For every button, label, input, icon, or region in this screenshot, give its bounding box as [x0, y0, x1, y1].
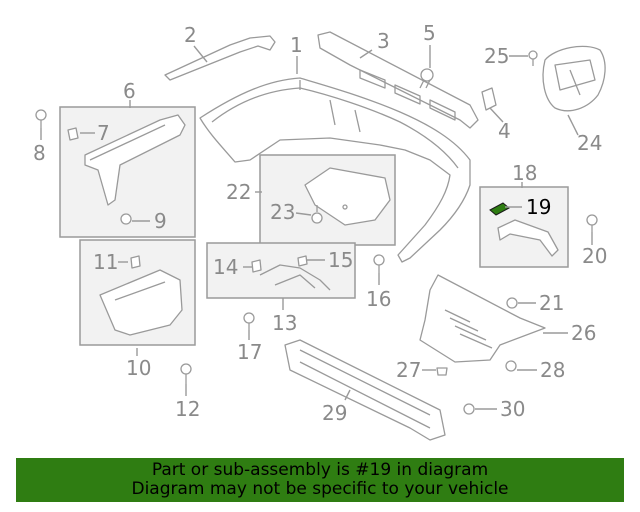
- clip-11-part: [130, 255, 141, 269]
- callout-16: 16: [366, 287, 391, 311]
- callout-26: 26: [571, 321, 596, 345]
- callout-4: 4: [498, 119, 511, 143]
- callout-8: 8: [33, 141, 46, 165]
- clip-7-part: [67, 127, 79, 141]
- clip-4-part: [481, 87, 497, 111]
- callout-22: 22: [226, 180, 251, 204]
- screw-8-part: [35, 109, 47, 128]
- callout-23: 23: [270, 200, 295, 224]
- callout-2: 2: [184, 23, 197, 47]
- bracket-13-part: [259, 264, 331, 291]
- bracket-24-part: [542, 45, 606, 112]
- clip-27-part: [436, 367, 448, 376]
- callout-29: 29: [322, 401, 347, 425]
- parts-diagram: 1 2 3 4 5 6 7 8 9 10 11 12 13 14 15 16 1…: [33, 21, 607, 441]
- energy-absorber-part: [317, 31, 479, 129]
- clip-15-part: [297, 255, 308, 267]
- screw-25-part: [528, 50, 538, 66]
- leader-lines: [40, 45, 593, 410]
- bracket-10-part: [99, 269, 183, 336]
- callout-10: 10: [126, 356, 151, 380]
- clip-9-part: [120, 213, 132, 225]
- callout-5: 5: [423, 21, 436, 45]
- callout-27: 27: [396, 358, 421, 382]
- screw-20-part: [586, 214, 598, 232]
- callout-15: 15: [328, 248, 353, 272]
- bolt-30-part: [463, 403, 475, 415]
- callout-14: 14: [213, 255, 238, 279]
- callout-1: 1: [290, 33, 303, 57]
- callout-30: 30: [500, 397, 525, 421]
- screw-17-part: [243, 312, 255, 330]
- callout-28: 28: [540, 358, 565, 382]
- callout-25: 25: [484, 44, 509, 68]
- clip-14-part: [251, 259, 262, 273]
- banner-line-2: Diagram may not be specific to your vehi…: [131, 479, 509, 499]
- callout-12: 12: [175, 397, 200, 421]
- clip-21-part: [506, 297, 518, 309]
- molding-strip-part: [164, 35, 276, 81]
- bracket-22-part: [304, 167, 391, 226]
- screw-12-part: [180, 363, 192, 384]
- reinforcement-29-part: [284, 339, 446, 441]
- side-bracket-part: [84, 114, 186, 206]
- screw-23-part: [311, 205, 323, 224]
- callout-19: 19: [526, 195, 551, 219]
- screw-16-part: [373, 254, 385, 273]
- clip-19-part: [489, 202, 510, 216]
- undercover-26-part: [419, 274, 546, 363]
- callout-17: 17: [237, 340, 262, 364]
- callout-24: 24: [577, 131, 602, 155]
- clip-28-part: [505, 360, 517, 372]
- callout-6: 6: [123, 79, 136, 103]
- banner-line-1: Part or sub-assembly is #19 in diagram: [151, 460, 489, 480]
- bracket-18-part: [497, 219, 559, 257]
- group-box-13: [206, 242, 356, 299]
- callout-11: 11: [93, 250, 118, 274]
- info-banner: Part or sub-assembly is #19 in diagram D…: [16, 458, 624, 502]
- bumper-cover-part: [199, 77, 471, 263]
- bolt-5-part: [419, 68, 434, 89]
- callout-18: 18: [512, 161, 537, 185]
- callout-13: 13: [272, 311, 297, 335]
- callout-9: 9: [154, 209, 167, 233]
- callout-20: 20: [582, 244, 607, 268]
- callout-3: 3: [377, 29, 390, 53]
- callout-7: 7: [97, 121, 110, 145]
- callout-21: 21: [539, 291, 564, 315]
